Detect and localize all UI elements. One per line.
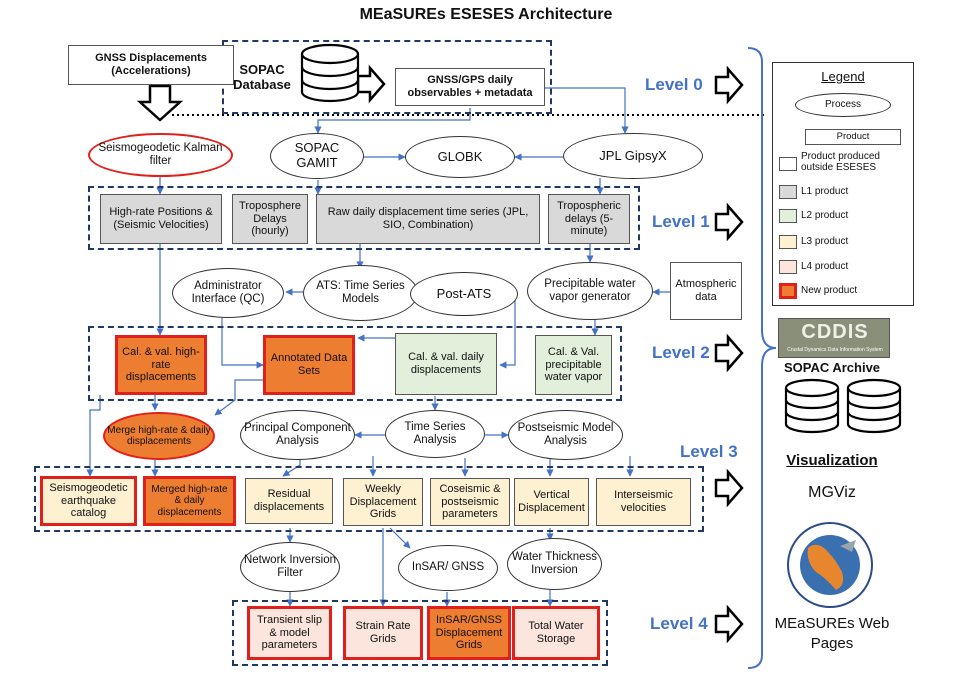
archive-database-icon-2	[846, 378, 902, 434]
cddis-logo-subtitle: Crustal Dynamics Data Information System	[787, 347, 883, 353]
merge-process[interactable]: Merge high-rate & daily displacements	[103, 412, 215, 460]
residual-displacements-product[interactable]: Residual displacements	[245, 478, 333, 524]
annotated-data-sets-product[interactable]: Annotated Data Sets	[263, 335, 355, 395]
level1-label: Level 1	[652, 212, 710, 231]
legend-l3-label: L3 product	[801, 236, 849, 247]
arrow-db-right	[356, 64, 386, 104]
cddis-logo[interactable]: CDDIS Crustal Dynamics Data Information …	[778, 318, 890, 358]
insar-gnss-process[interactable]: InSAR/ GNSS	[398, 545, 498, 591]
conn-postats-caldaily	[499, 292, 516, 369]
earthquake-catalog-product[interactable]: Seismogeodetic earthquake catalog	[40, 476, 137, 526]
insar-gnss-grids-product[interactable]: InSAR/GNSS Displacement Grids	[427, 606, 511, 660]
merged-displacements-product[interactable]: Merged high-rate & daily displacements	[143, 476, 236, 526]
cal-pwv-product[interactable]: Cal. & Val. precipitable water vapor	[535, 335, 612, 395]
level0-label: Level 0	[645, 75, 703, 94]
arrow-level1	[714, 202, 744, 242]
page-title: MEaSUREs ESESES Architecture	[359, 6, 613, 23]
post-ats-process[interactable]: Post-ATS	[410, 272, 518, 316]
legend-l4-label: L4 product	[801, 261, 849, 272]
water-inversion-process[interactable]: Water Thickness Inversion	[507, 538, 602, 590]
legend-l2-label: L2 product	[801, 210, 849, 221]
legend-l2-swatch	[779, 209, 797, 223]
sopac-database-icon	[300, 43, 360, 103]
cal-daily-product[interactable]: Cal. & val. daily displacements	[395, 333, 497, 395]
level2-frame	[88, 326, 622, 401]
legend-new-label: New product	[801, 285, 858, 296]
weekly-grids-product[interactable]: Weekly Displacement Grids	[343, 478, 423, 526]
level4-frame	[232, 600, 608, 666]
arrow-level3	[714, 468, 744, 508]
raw-daily-displacement-product[interactable]: Raw daily displacement time series (JPL,…	[316, 194, 540, 244]
legend-process: Process	[795, 93, 891, 117]
interseismic-velocities-product[interactable]: Interseismic velocities	[596, 478, 691, 526]
globk-process[interactable]: GLOBK	[405, 136, 515, 178]
legend-l1-swatch	[779, 185, 797, 199]
arrow-level4	[714, 604, 744, 644]
ats-process[interactable]: ATS: Time Series Models	[303, 265, 418, 321]
conn-admin-annotated	[221, 318, 264, 369]
measures-web-link[interactable]: MEaSUREs Web Pages	[774, 615, 890, 653]
high-rate-positions-product[interactable]: High-rate Positions & (Seismic Velocitie…	[100, 194, 222, 244]
mgviz-link[interactable]: MGViz	[808, 484, 856, 501]
legend-l3-swatch	[779, 235, 797, 249]
strain-rate-grids-product[interactable]: Strain Rate Grids	[343, 606, 423, 660]
pwv-generator-process[interactable]: Precipitable water vapor generator	[527, 262, 653, 320]
tropospheric-delays-5min-product[interactable]: Tropospheric delays (5-minute)	[548, 194, 630, 244]
postseismic-process[interactable]: Postseismic Model Analysis	[508, 410, 623, 460]
level1-frame	[88, 186, 640, 250]
cddis-logo-text: CDDIS	[801, 321, 869, 343]
right-brace	[747, 47, 777, 669]
gnss-daily-box[interactable]: GNSS/GPS daily observables + metadata	[395, 68, 545, 106]
arrow-gnss-down	[136, 84, 184, 122]
cal-high-rate-product[interactable]: Cal. & val. high-rate displacements	[115, 335, 207, 395]
legend-l4-swatch	[779, 260, 797, 274]
arrow-level2	[714, 333, 744, 373]
level2-label: Level 2	[652, 343, 710, 362]
time-series-analysis-process[interactable]: Time Series Analysis	[385, 410, 485, 458]
conn-calhigh-catalog	[86, 395, 101, 477]
archive-database-icon-1	[784, 378, 840, 434]
admin-interface-process[interactable]: Administrator Interface (QC)	[172, 268, 284, 318]
vertical-displacement-product[interactable]: Vertical Displacement	[514, 478, 589, 526]
legend-title: Legend	[821, 69, 865, 84]
jpl-gipsyx-process[interactable]: JPL GipsyX	[563, 133, 703, 179]
total-water-storage-product[interactable]: Total Water Storage	[512, 606, 600, 660]
sopac-archive-label: SOPAC Archive	[783, 360, 881, 375]
conn-daily-gipsyx	[545, 87, 629, 134]
level3-frame	[34, 466, 704, 532]
legend-l1-label: L1 product	[801, 186, 849, 197]
sopac-database-label: SOPAC Database	[233, 62, 291, 92]
kalman-filter-process[interactable]: Seismogeodetic Kalman filter	[88, 133, 233, 177]
arrow-level0	[714, 65, 744, 105]
troposphere-delays-product[interactable]: Troposphere Delays (hourly)	[232, 194, 308, 244]
atmospheric-data-box[interactable]: Atmospheric data	[670, 262, 742, 320]
network-inversion-process[interactable]: Network Inversion Filter	[240, 542, 340, 592]
pca-process[interactable]: Principal Component Analysis	[240, 410, 355, 460]
level4-label: Level 4	[650, 614, 708, 633]
coseismic-parameters-product[interactable]: Coseismic & postseismic parameters	[430, 478, 510, 526]
legend-panel: Legend Process Product Product produced …	[772, 62, 914, 306]
level3-label: Level 3	[680, 442, 738, 461]
legend-product: Product	[805, 129, 901, 145]
transient-slip-product[interactable]: Transient slip & model parameters	[247, 606, 332, 660]
gnss-accelerations-box[interactable]: GNSS Displacements (Accelerations)	[68, 45, 234, 85]
legend-outside-label: Product produced outside ESESES	[801, 151, 880, 173]
measures-logo-icon	[787, 522, 873, 608]
visualization-label: Visualization	[786, 452, 878, 469]
legend-new-swatch	[779, 283, 797, 299]
sopac-gamit-process[interactable]: SOPAC GAMIT	[270, 133, 364, 179]
legend-outside-swatch	[779, 157, 797, 171]
conn-daily-gamit	[314, 108, 471, 134]
